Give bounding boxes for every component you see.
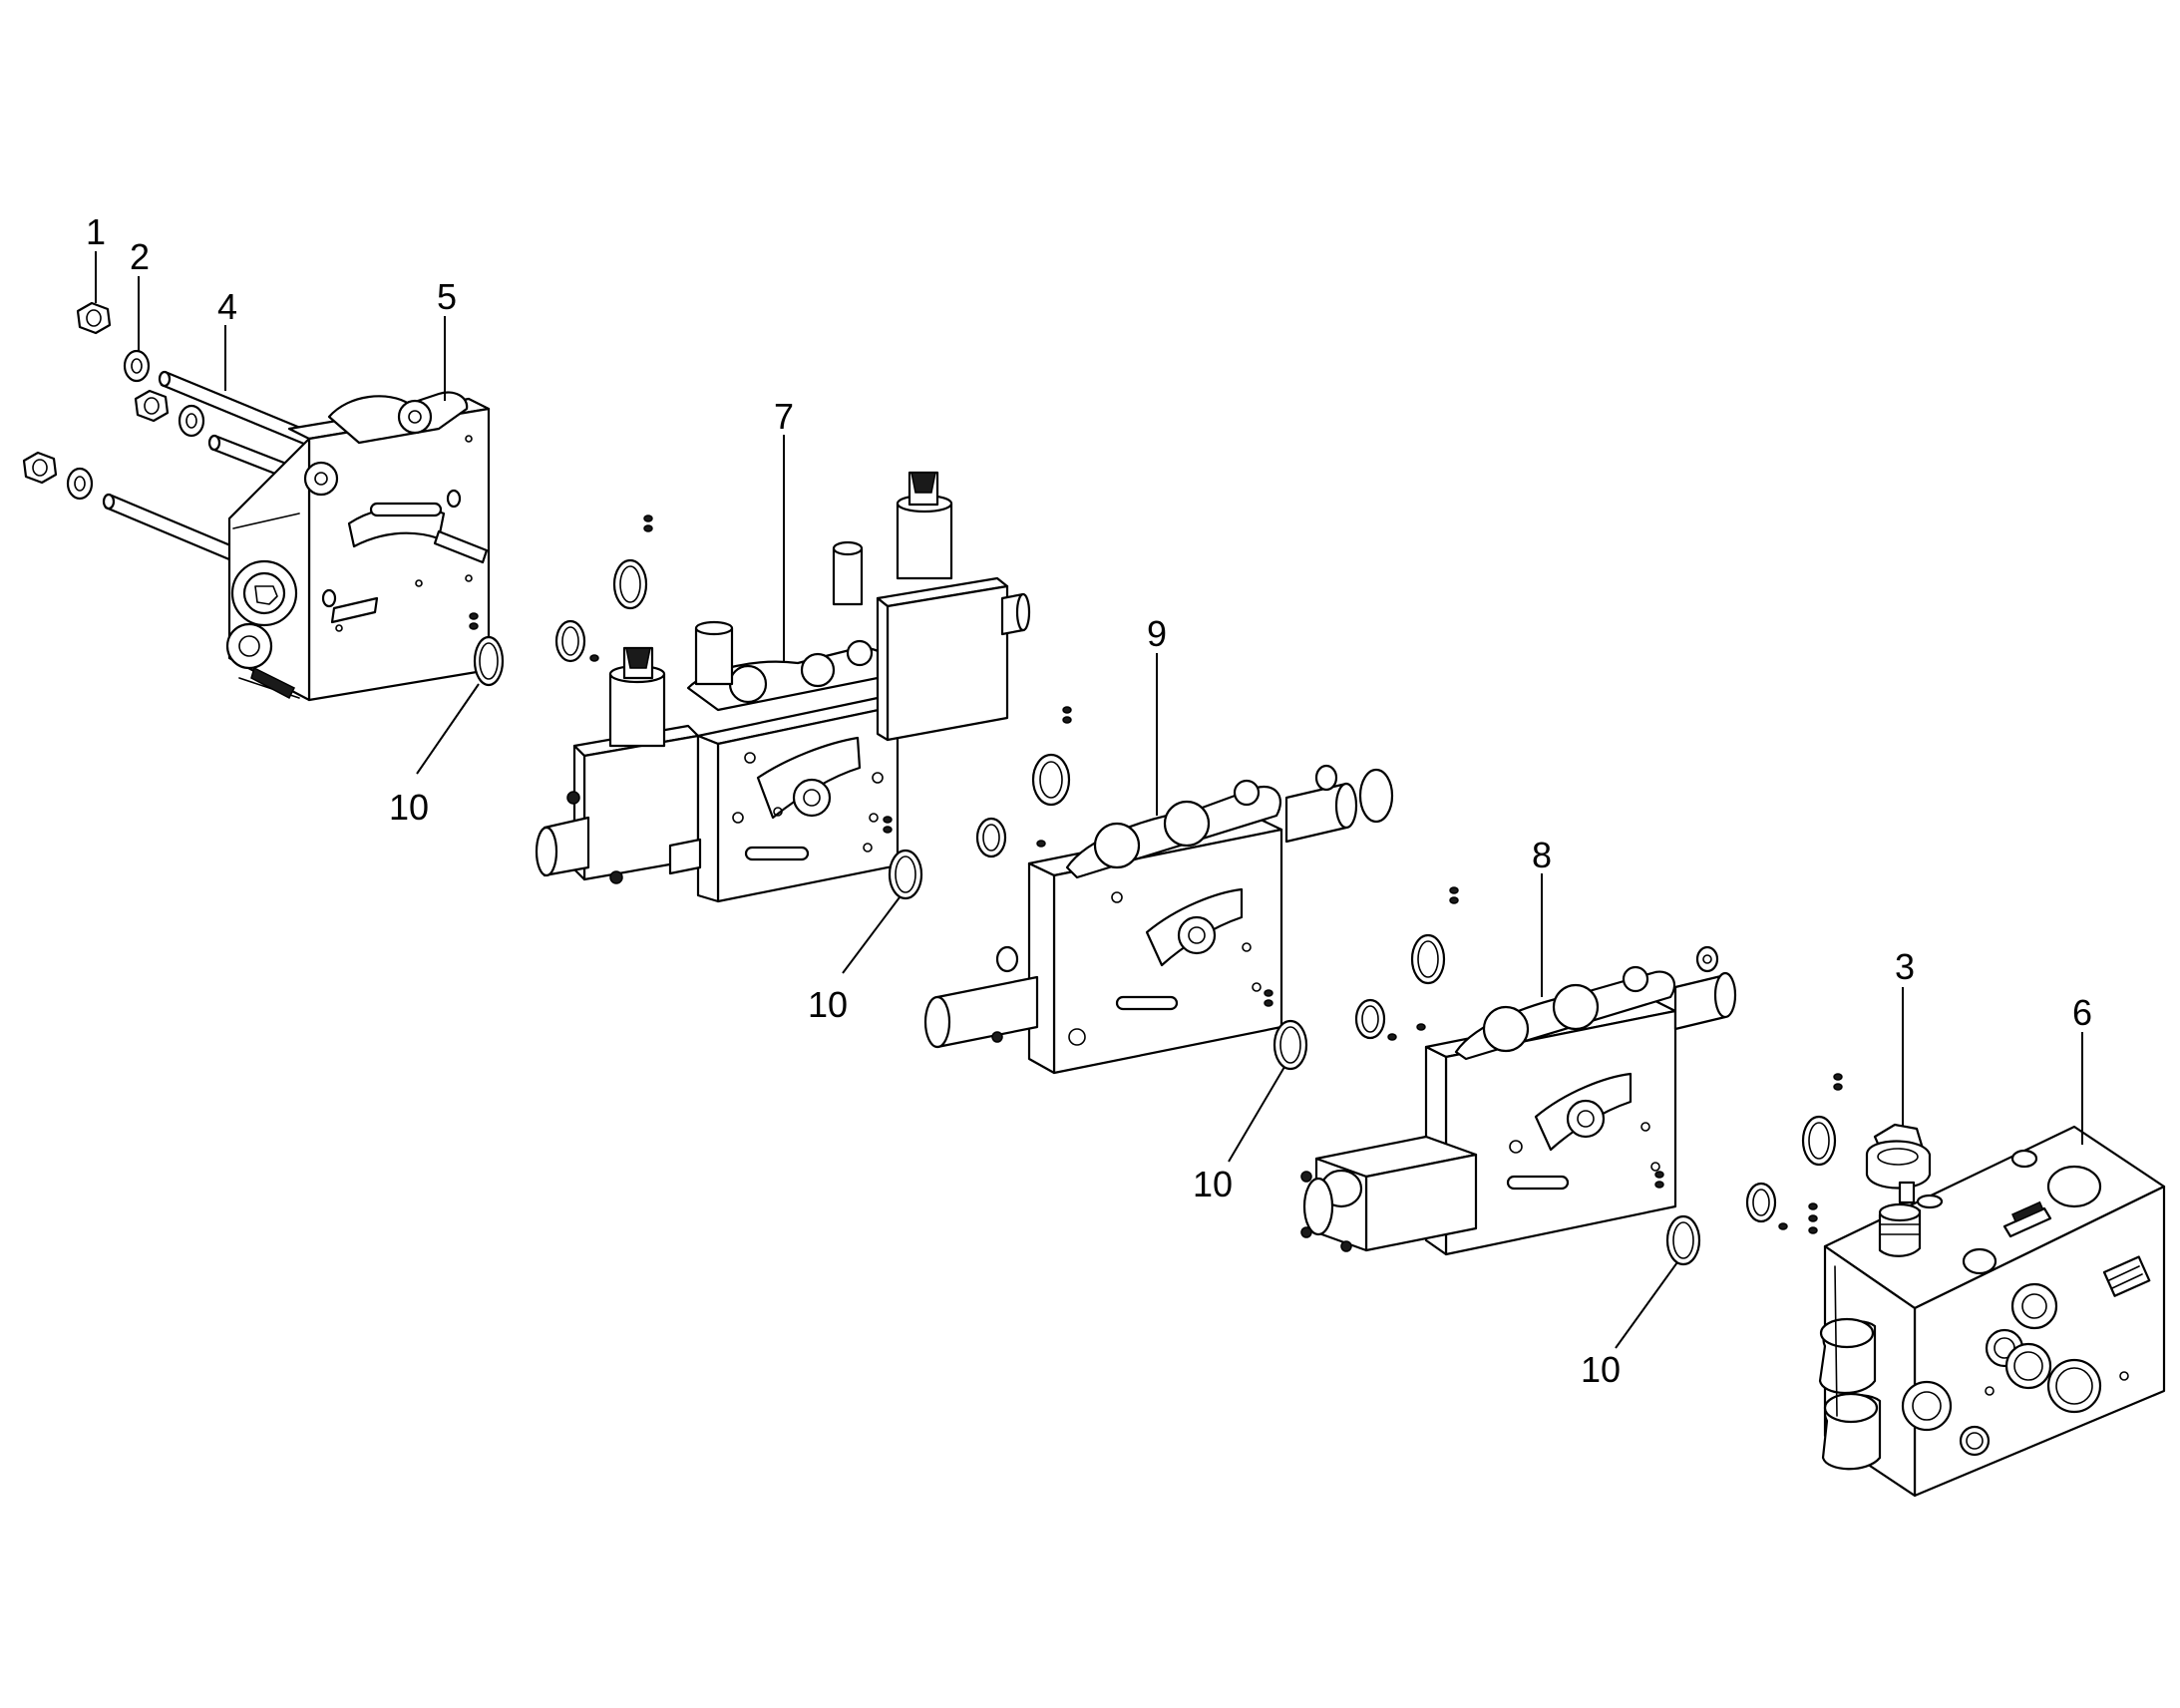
nut-upper-2 — [134, 389, 170, 423]
callout-labels: 1 2 4 5 7 9 8 3 6 10 10 10 10 — [86, 211, 2092, 1390]
valve-section-part-9 — [923, 764, 1394, 1075]
valve-section-part-7 — [535, 471, 1031, 903]
callout-4: 4 — [217, 286, 237, 327]
inlet-block-part-6 — [1818, 1125, 2166, 1498]
callout-10d: 10 — [1581, 1349, 1621, 1390]
leader-10b — [842, 896, 901, 974]
valve-section-part-8 — [1300, 945, 1737, 1256]
seal-ring-set-1 — [469, 612, 505, 687]
leader-lines — [95, 251, 2083, 1349]
nut-lower — [22, 451, 58, 485]
callout-7: 7 — [774, 396, 794, 437]
washer-part-2 — [123, 349, 151, 383]
callout-8: 8 — [1532, 835, 1552, 875]
washer-lower — [66, 467, 94, 501]
end-plate-part-5 — [225, 391, 491, 702]
callout-1: 1 — [86, 211, 106, 252]
callout-3: 3 — [1895, 946, 1915, 987]
nut-part-1 — [76, 301, 112, 335]
leader-10d — [1615, 1261, 1678, 1349]
callout-10c: 10 — [1193, 1164, 1233, 1204]
callout-2: 2 — [130, 236, 150, 277]
seal-ring-set-3 — [975, 706, 1308, 1071]
seal-ring-set-2 — [554, 514, 923, 900]
leader-10c — [1228, 1066, 1285, 1163]
callout-6: 6 — [2072, 992, 2092, 1033]
callout-10a: 10 — [389, 787, 429, 828]
seal-ring-set-4 — [1354, 886, 1701, 1266]
callout-5: 5 — [437, 276, 457, 317]
callout-10b: 10 — [808, 984, 848, 1025]
plug-part-3 — [1865, 1123, 1932, 1190]
seal-ring-set-5 — [1745, 1073, 1843, 1234]
callout-9: 9 — [1147, 613, 1167, 654]
washer-upper-2 — [178, 404, 205, 438]
leader-10a — [416, 683, 480, 775]
